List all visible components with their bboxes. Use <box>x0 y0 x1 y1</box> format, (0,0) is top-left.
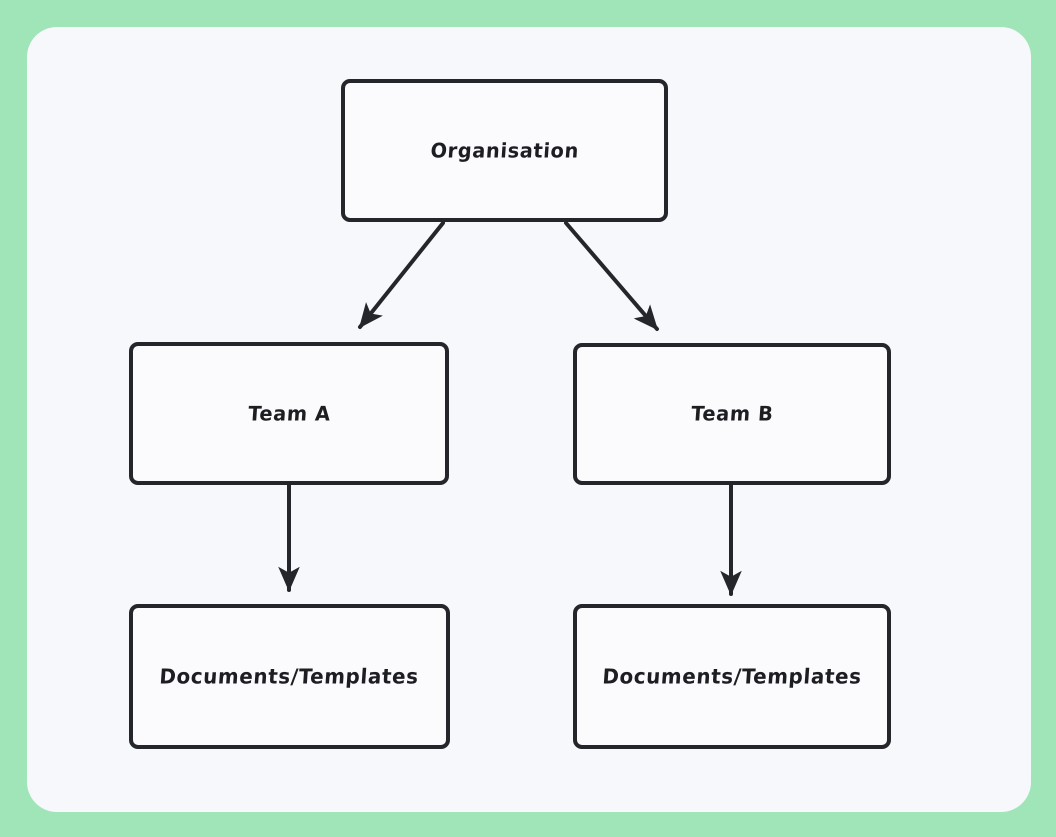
edge-organisation-to-team-a <box>358 221 445 329</box>
node-documents-templates-b-label: Documents/Templates <box>601 664 863 689</box>
node-organisation-label: Organisation <box>429 138 580 163</box>
node-team-b[interactable]: Team B <box>573 343 891 485</box>
node-documents-templates-b[interactable]: Documents/Templates <box>573 604 891 749</box>
node-team-a[interactable]: Team A <box>129 342 449 485</box>
node-documents-templates-a-label: Documents/Templates <box>159 664 420 689</box>
node-documents-templates-a[interactable]: Documents/Templates <box>129 604 450 749</box>
node-team-a-label: Team A <box>246 401 332 426</box>
connector-layer <box>278 221 742 596</box>
node-organisation[interactable]: Organisation <box>341 79 668 222</box>
edge-organisation-to-team-b <box>564 221 659 331</box>
node-team-b-label: Team B <box>690 402 774 426</box>
diagram-canvas: Organisation Team A Team B Documents/Tem… <box>27 27 1031 812</box>
